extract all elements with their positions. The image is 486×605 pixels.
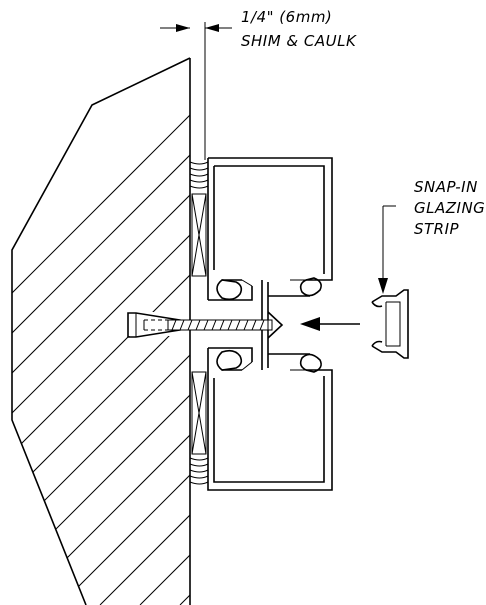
callout-line-2: GLAZING bbox=[414, 199, 485, 217]
dimension-value: 1/4" (6mm) bbox=[241, 8, 332, 26]
callout-leader bbox=[378, 205, 396, 294]
dimension-note: SHIM & CAULK bbox=[241, 32, 357, 50]
glazing-strip bbox=[371, 289, 409, 359]
frame-profile bbox=[207, 157, 333, 491]
callout-line-3: STRIP bbox=[414, 220, 460, 238]
caulk-joint-bottom bbox=[189, 457, 209, 485]
screw-shank bbox=[167, 311, 284, 339]
callout-line-1: SNAP-IN bbox=[414, 178, 478, 196]
gap-dimension bbox=[160, 22, 232, 160]
insertion-arrow bbox=[300, 317, 360, 331]
wall-break-line bbox=[11, 57, 191, 605]
shim-top bbox=[191, 193, 207, 277]
shim-bottom bbox=[191, 371, 207, 455]
caulk-joint-top bbox=[189, 161, 209, 189]
